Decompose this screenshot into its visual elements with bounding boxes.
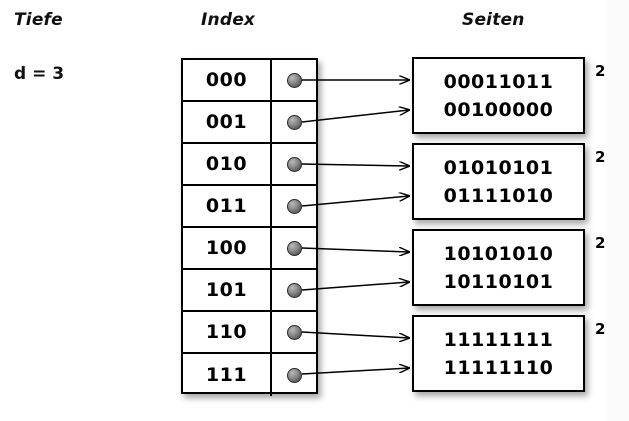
pointer-arrow: [301, 248, 409, 252]
page-box[interactable]: 11111111 11111110: [412, 315, 585, 392]
index-key: 110: [183, 312, 272, 352]
column-heading-index: Index: [201, 10, 256, 30]
index-key: 100: [183, 228, 272, 268]
pointer-arrow: [301, 110, 409, 123]
page-record: 00100000: [443, 98, 554, 121]
index-row[interactable]: 011: [183, 186, 316, 228]
index-row[interactable]: 001: [183, 102, 316, 144]
page-box[interactable]: 10101010 10110101: [412, 229, 585, 306]
index-directory-table: 000 001 010 011 100: [181, 58, 318, 396]
pointer-dot-icon: [286, 324, 302, 340]
index-row[interactable]: 101: [183, 270, 316, 312]
pointer-arrow: [301, 368, 409, 375]
page-record: 01111010: [443, 184, 554, 207]
column-heading-depth: Tiefe: [14, 10, 63, 30]
index-key: 010: [183, 144, 272, 184]
page-record: 10110101: [443, 270, 554, 293]
index-key: 000: [183, 60, 272, 100]
page-local-depth: 2: [595, 234, 606, 252]
index-key: 101: [183, 270, 272, 310]
page-local-depth: 2: [595, 62, 606, 80]
index-pointer-cell[interactable]: [272, 228, 316, 268]
background-band: [607, 0, 629, 421]
index-pointer-cell[interactable]: [272, 60, 316, 100]
page-box[interactable]: 00011011 00100000: [412, 57, 585, 134]
page-record: 11111111: [443, 328, 554, 351]
pointer-arrow: [301, 196, 409, 207]
page-box[interactable]: 01010101 01111010: [412, 143, 585, 220]
page-record: 01010101: [443, 156, 554, 179]
pointer-dot-icon: [286, 72, 302, 88]
page-record: 10101010: [443, 242, 554, 265]
index-pointer-cell[interactable]: [272, 186, 316, 226]
index-key: 111: [183, 354, 272, 396]
index-row[interactable]: 100: [183, 228, 316, 270]
pointer-arrow: [301, 331, 409, 338]
index-key: 011: [183, 186, 272, 226]
index-row[interactable]: 000: [183, 60, 316, 102]
page-record: 11111110: [443, 356, 554, 379]
index-key: 001: [183, 102, 272, 142]
index-row[interactable]: 010: [183, 144, 316, 186]
index-pointer-cell[interactable]: [272, 102, 316, 142]
page-record: 00011011: [443, 70, 554, 93]
index-pointer-cell[interactable]: [272, 312, 316, 352]
column-heading-pages: Seiten: [462, 10, 525, 30]
index-pointer-cell[interactable]: [272, 270, 316, 310]
pointer-arrow: [301, 282, 409, 291]
index-pointer-cell[interactable]: [272, 354, 316, 396]
pointer-dot-icon: [286, 198, 302, 214]
pointer-dot-icon: [286, 367, 302, 383]
global-depth-value: d = 3: [14, 64, 65, 84]
page-local-depth: 2: [595, 148, 606, 166]
pointer-dot-icon: [286, 156, 302, 172]
index-row[interactable]: 111: [183, 354, 316, 396]
index-row[interactable]: 110: [183, 312, 316, 354]
pointer-arrow: [301, 164, 409, 166]
pointer-dot-icon: [286, 240, 302, 256]
pointer-dot-icon: [286, 114, 302, 130]
index-pointer-cell[interactable]: [272, 144, 316, 184]
page-local-depth: 2: [595, 320, 606, 338]
pointer-dot-icon: [286, 282, 302, 298]
